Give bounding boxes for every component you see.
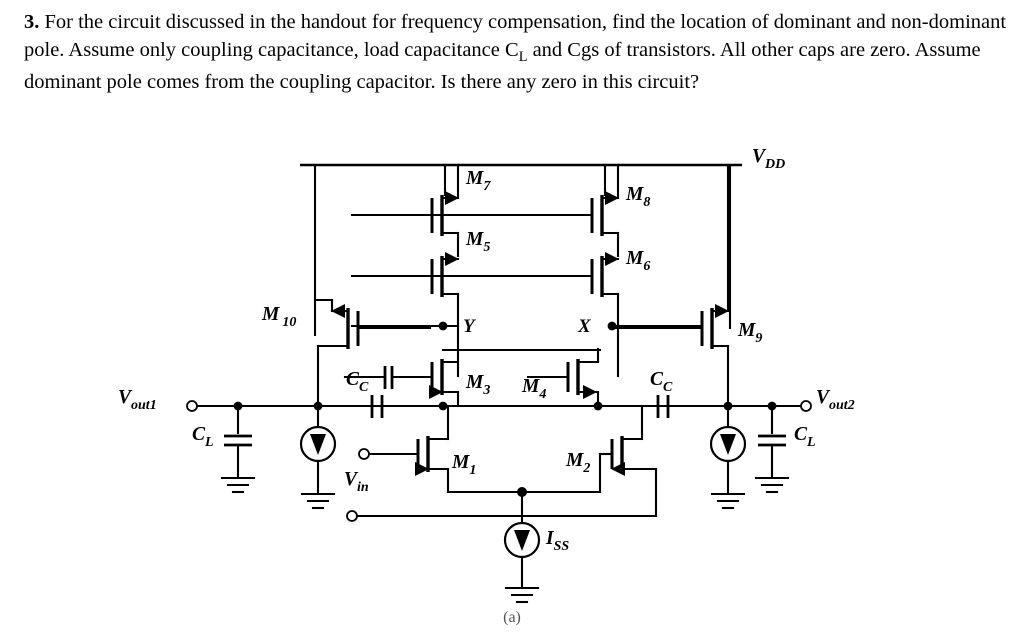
question-line-3-a: C [505,39,519,62]
transistor-m8 [430,163,620,258]
vout2-terminal [800,400,812,412]
question-number: 3. [24,11,40,33]
vdd-label: VDD [752,146,785,172]
m8-label: M8 [625,184,650,210]
cl-right-label: CL [794,424,816,450]
m2-label: M2 [565,450,590,476]
current-source-iss [503,521,541,604]
circuit-figure: VDD M7 M5 [0,140,1024,641]
question-line-2: of dominant and non-dominant pole. Assum… [24,11,1007,62]
transistor-m6 [430,252,620,328]
iss-label: ISS [545,528,569,554]
cap-cc-left [370,395,384,418]
cap-cc-right [656,395,670,418]
m7-label: M7 [465,168,491,194]
question-paragraph: 3. For the circuit discussed in the hand… [24,8,1008,96]
vin-top-branch [358,448,370,460]
question-text: 3. For the circuit discussed in the hand… [24,8,1008,96]
transistor-m5 [350,252,460,328]
cl-left-label: CL [192,424,214,450]
transistor-m3 [390,359,460,408]
question-line-3-sub: L [518,49,528,66]
cc-right-label: CC [650,369,673,395]
transistor-m9 [610,163,730,408]
vout2-label: Vout2 [816,387,855,413]
vin-bottom-branch [346,510,658,522]
m6-label: M6 [625,248,650,274]
m9-label: M9 [737,320,762,346]
vin-terminal-top [358,448,370,460]
node-m4-m2-right [593,401,603,411]
cap-cl-right [754,401,790,494]
vout1-label: Vout1 [118,387,157,413]
current-source-right [709,401,747,510]
figure-caption: (a) [503,609,521,626]
current-source-left [299,401,337,510]
vin-terminal-bottom [346,510,358,522]
vdd-branch-wires [313,163,732,337]
node-m3-m1-left [438,401,448,411]
cap-cl-left [220,401,256,494]
m3-gate-cap [343,366,394,389]
vin-label: Vin [344,469,369,495]
node-y-label: Y [463,316,477,337]
node-x-label: X [577,316,592,337]
question-line-3-b: and Cgs of transistors. All other caps a… [24,39,981,94]
node-x [607,321,702,378]
cc-left-label: CC [346,369,369,395]
m4-label: M4 [521,376,546,402]
transistor-m1 [362,404,450,494]
transistor-m2 [598,404,658,518]
vout1-terminal [186,400,198,412]
m1-label: M1 [451,452,476,478]
tail-node-wires [446,487,602,525]
m3-label: M3 [465,372,490,398]
question-line-4: the coupling capacitor. Is there any zer… [249,71,700,94]
question-line-1: For the circuit discussed in the handout… [44,11,747,33]
m5-label: M5 [465,229,490,255]
transistor-m10 [313,298,432,408]
transistor-m7 [350,163,460,258]
